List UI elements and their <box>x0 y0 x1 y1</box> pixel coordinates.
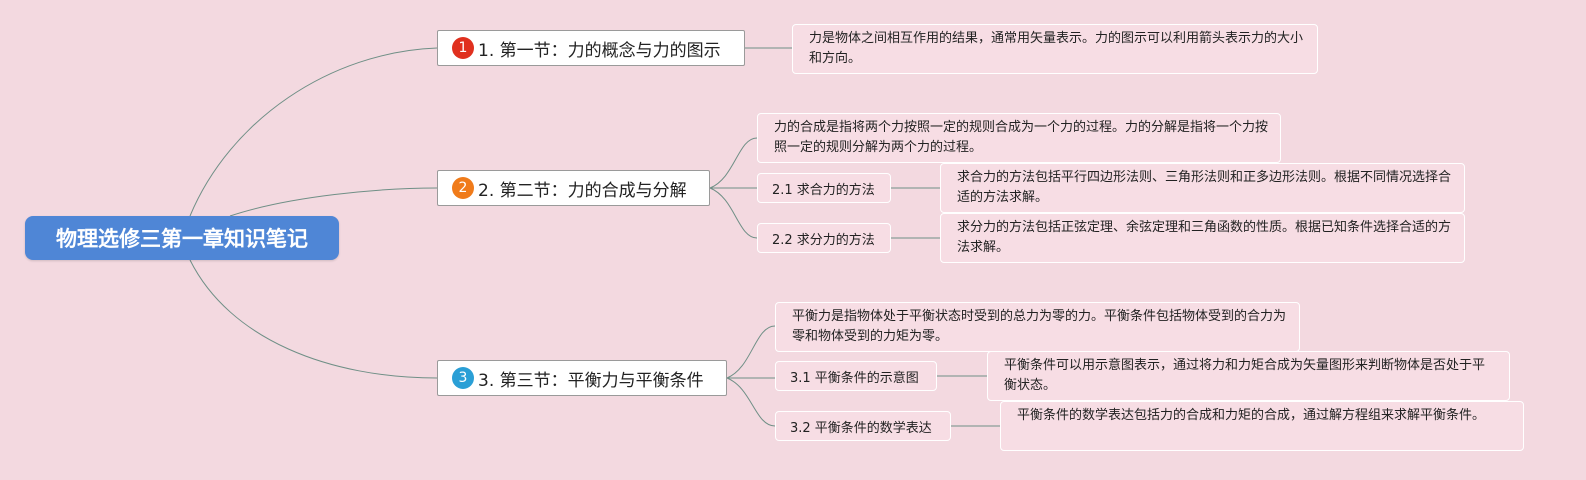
topic-1-note-text: 力是物体之间相互作用的结果，通常用矢量表示。力的图示可以利用箭头表示力的大小和方… <box>809 31 1304 66</box>
subtopic-3-2-note-text: 平衡条件的数学表达包括力的合成和力矩的合成，通过解方程组来求解平衡条件。 <box>1017 408 1486 423</box>
topic-1[interactable]: 1 1. 第一节：力的概念与力的图示 <box>437 30 745 66</box>
subtopic-3-1[interactable]: 3.1 平衡条件的示意图 <box>775 361 937 391</box>
topic-2-note-text: 力的合成是指将两个力按照一定的规则合成为一个力的过程。力的分解是指将一个力按照一… <box>774 120 1269 155</box>
connector-topic2-sub2 <box>709 187 758 239</box>
subtopic-3-2[interactable]: 3.2 平衡条件的数学表达 <box>775 411 951 441</box>
connector-topic2-note <box>709 137 758 189</box>
topic-3-label: 3. 第三节：平衡力与平衡条件 <box>478 370 704 391</box>
priority-2-icon: 2 <box>452 177 474 199</box>
subtopic-2-2[interactable]: 2.2 求分力的方法 <box>757 223 891 253</box>
root-topic-label: 物理选修三第一章知识笔记 <box>56 227 308 251</box>
subtopic-3-1-note-text: 平衡条件可以用示意图表示，通过将力和力矩合成为矢量图形来判断物体是否处于平衡状态… <box>1004 358 1486 393</box>
connector-root-topic1 <box>189 47 438 217</box>
root-topic[interactable]: 物理选修三第一章知识笔记 <box>25 216 339 260</box>
connector-topic3-note <box>726 325 776 379</box>
priority-1-icon: 1 <box>452 37 474 59</box>
priority-3-icon: 3 <box>452 367 474 389</box>
topic-1-label: 1. 第一节：力的概念与力的图示 <box>478 40 721 61</box>
subtopic-3-1-note[interactable]: 平衡条件可以用示意图表示，通过将力和力矩合成为矢量图形来判断物体是否处于平衡状态… <box>987 351 1510 401</box>
subtopic-2-2-label: 2.2 求分力的方法 <box>772 232 875 248</box>
subtopic-3-2-label: 3.2 平衡条件的数学表达 <box>790 420 932 436</box>
connector-root-topic3 <box>189 259 438 379</box>
subtopic-2-2-note-text: 求分力的方法包括正弦定理、余弦定理和三角函数的性质。根据已知条件选择合适的方法求… <box>957 220 1452 255</box>
topic-3-note[interactable]: 平衡力是指物体处于平衡状态时受到的总力为零的力。平衡条件包括物体受到的合力为零和… <box>775 302 1300 352</box>
topic-2[interactable]: 2 2. 第二节：力的合成与分解 <box>437 170 710 206</box>
topic-3[interactable]: 3 3. 第三节：平衡力与平衡条件 <box>437 360 727 396</box>
subtopic-2-1[interactable]: 2.1 求合力的方法 <box>757 173 891 203</box>
subtopic-2-2-note[interactable]: 求分力的方法包括正弦定理、余弦定理和三角函数的性质。根据已知条件选择合适的方法求… <box>940 213 1465 263</box>
subtopic-3-2-note[interactable]: 平衡条件的数学表达包括力的合成和力矩的合成，通过解方程组来求解平衡条件。 <box>1000 401 1524 451</box>
subtopic-2-1-note-text: 求合力的方法包括平行四边形法则、三角形法则和正多边形法则。根据不同情况选择合适的… <box>957 170 1452 205</box>
topic-2-note[interactable]: 力的合成是指将两个力按照一定的规则合成为一个力的过程。力的分解是指将一个力按照一… <box>757 113 1281 163</box>
subtopic-2-1-note[interactable]: 求合力的方法包括平行四边形法则、三角形法则和正多边形法则。根据不同情况选择合适的… <box>940 163 1465 213</box>
connector-root-topic2 <box>229 187 438 217</box>
subtopic-3-1-label: 3.1 平衡条件的示意图 <box>790 370 919 386</box>
topic-2-label: 2. 第二节：力的合成与分解 <box>478 180 687 201</box>
topic-1-note[interactable]: 力是物体之间相互作用的结果，通常用矢量表示。力的图示可以利用箭头表示力的大小和方… <box>792 24 1318 74</box>
topic-3-note-text: 平衡力是指物体处于平衡状态时受到的总力为零的力。平衡条件包括物体受到的合力为零和… <box>792 309 1287 344</box>
subtopic-2-1-label: 2.1 求合力的方法 <box>772 182 875 198</box>
connector-topic3-sub2 <box>726 377 776 427</box>
